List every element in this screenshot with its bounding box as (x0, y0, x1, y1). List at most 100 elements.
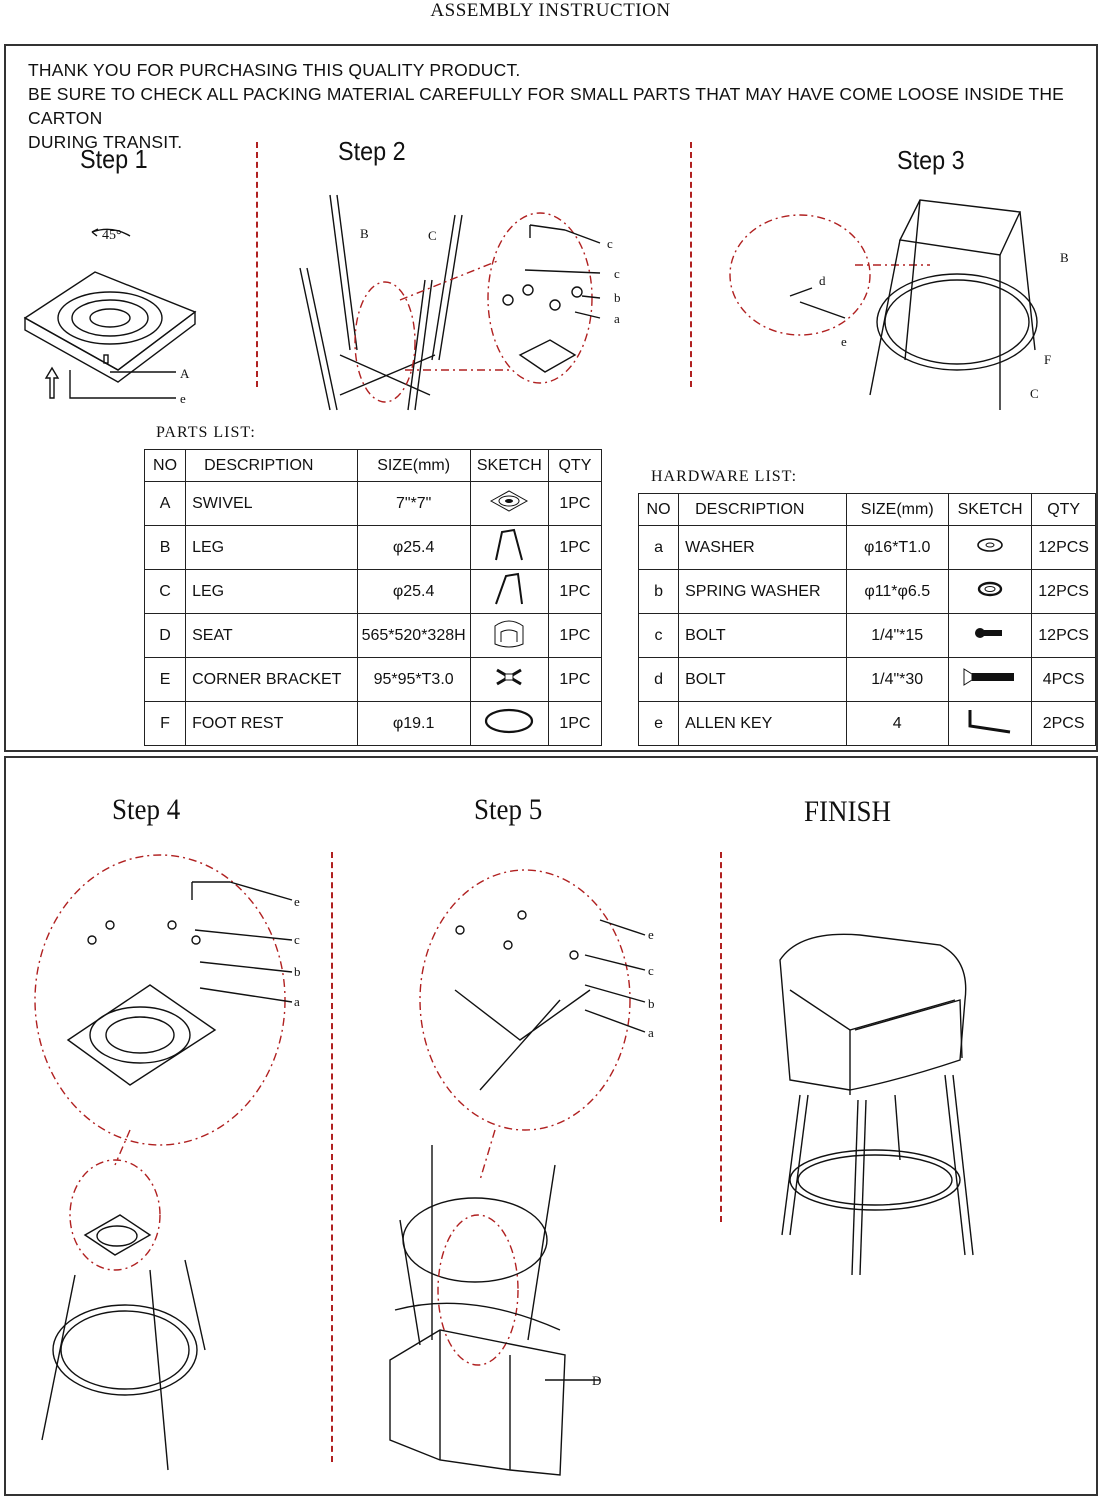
part-qty: 1PC (547, 613, 603, 658)
step-2-callout-a: a (614, 311, 620, 326)
hardware-description: BOLT (678, 657, 847, 702)
part-description: LEG (185, 525, 358, 570)
step-4-callout-e: e (294, 894, 300, 909)
step-5-callout-b: b (648, 996, 655, 1011)
step-3-heading: Step 3 (897, 145, 965, 175)
parts-header-qty: QTY (547, 449, 603, 482)
intro-line-2: BE SURE TO CHECK ALL PACKING MATERIAL CA… (28, 84, 1065, 128)
leg-icon (469, 525, 549, 570)
step-2-callout-B: B (360, 226, 369, 241)
part-qty: 1PC (547, 657, 603, 702)
step-4-callout-c: c (294, 932, 300, 947)
hardware-size: φ11*φ6.5 (845, 569, 949, 614)
step-3-callout-B: B (1060, 250, 1069, 265)
hardware-list-title: HARDWARE LIST: (651, 468, 798, 485)
table-row: D SEAT 565*520*328H 1PC (143, 613, 603, 658)
step-5-callout-e: e (648, 927, 654, 942)
hardware-list-header-row: NO DESCRIPTION SIZE(mm) SKETCH QTY (637, 493, 1096, 526)
part-qty: 1PC (547, 701, 603, 746)
step-2-heading: Step 2 (338, 136, 406, 166)
step-3-callout-F: F (1044, 352, 1052, 367)
hardware-header-sketch: SKETCH (947, 493, 1033, 526)
hardware-header-description: DESCRIPTION (678, 493, 847, 526)
part-no: F (143, 701, 187, 746)
washer-icon (947, 525, 1033, 570)
step-5-callout-c: c (648, 963, 654, 978)
part-no: E (143, 657, 187, 702)
parts-list-table: NO DESCRIPTION SIZE(mm) SKETCH QTY A SWI… (143, 449, 603, 746)
hardware-no: c (637, 613, 680, 658)
separator-step1-step2 (256, 142, 258, 387)
hardware-qty: 12PCS (1031, 525, 1096, 570)
step-4-heading: Step 4 (112, 793, 181, 826)
hardware-header-no: NO (637, 493, 680, 526)
foot-rest-ring-icon (469, 701, 549, 746)
hardware-qty: 2PCS (1031, 701, 1096, 746)
step-2-callout-C: C (428, 228, 437, 243)
parts-header-sketch: SKETCH (469, 449, 549, 482)
part-size: 565*520*328H (356, 613, 471, 658)
step-4-callout-a: a (294, 994, 300, 1009)
parts-header-no: NO (143, 449, 187, 482)
table-row: d BOLT 1/4"*30 4PCS (637, 657, 1096, 702)
parts-header-description: DESCRIPTION (185, 449, 358, 482)
parts-list-title: PARTS LIST: (156, 424, 256, 441)
hardware-size: 1/4"*30 (845, 657, 949, 702)
part-description: LEG (185, 569, 358, 614)
part-description: FOOT REST (185, 701, 358, 746)
step-1-callout-e: e (180, 391, 186, 406)
hardware-no: d (637, 657, 680, 702)
table-row: c BOLT 1/4"*15 12PCS (637, 613, 1096, 658)
part-no: D (143, 613, 187, 658)
part-description: SWIVEL (185, 481, 358, 526)
step-1-angle-label: 45° (102, 228, 122, 243)
table-row: E CORNER BRACKET 95*95*T3.0 1PC (143, 657, 603, 702)
step-3-callout-d: d (819, 273, 826, 288)
part-size: φ19.1 (356, 701, 471, 746)
part-size: φ25.4 (356, 569, 471, 614)
step-1-callout-a: A (180, 366, 190, 381)
table-row: C LEG φ25.4 1PC (143, 569, 603, 614)
parts-header-size: SIZE(mm) (356, 449, 471, 482)
step-1-heading: Step 1 (80, 144, 148, 174)
corner-bracket-icon (469, 657, 549, 702)
step-5-callout-D: D (592, 1373, 602, 1388)
separator-step4-step5 (331, 852, 333, 1462)
intro-line-3: DURING TRANSIT. (28, 132, 183, 152)
table-row: e ALLEN KEY 4 2PCS (637, 701, 1096, 746)
step-2-callout-c: c (614, 266, 620, 281)
table-row: b SPRING WASHER φ11*φ6.5 12PCS (637, 569, 1096, 614)
part-qty: 1PC (547, 569, 603, 614)
hardware-no: b (637, 569, 680, 614)
document-title: ASSEMBLY INSTRUCTION (430, 0, 671, 21)
part-qty: 1PC (547, 481, 603, 526)
allen-key-icon (947, 701, 1033, 746)
step-5-callout-a: a (648, 1025, 654, 1040)
part-no: C (143, 569, 187, 614)
part-no: B (143, 525, 187, 570)
separator-step5-finish (720, 852, 722, 1222)
hardware-header-size: SIZE(mm) (845, 493, 949, 526)
step-2-callout-b: b (614, 290, 621, 305)
finish-heading: FINISH (804, 795, 892, 828)
hardware-size: 1/4"*15 (845, 613, 949, 658)
parts-list-header-row: NO DESCRIPTION SIZE(mm) SKETCH QTY (143, 449, 603, 482)
table-row: A SWIVEL 7"*7" 1PC (143, 481, 603, 526)
hardware-description: ALLEN KEY (678, 701, 847, 746)
part-description: CORNER BRACKET (185, 657, 358, 702)
step-3-callout-e: e (841, 334, 847, 349)
top-panel-frame (4, 44, 1098, 752)
hardware-size: 4 (845, 701, 949, 746)
part-size: 95*95*T3.0 (356, 657, 471, 702)
hardware-qty: 4PCS (1031, 657, 1096, 702)
leg-icon (469, 569, 549, 614)
part-size: 7"*7" (356, 481, 471, 526)
short-bolt-icon (947, 613, 1033, 658)
swivel-plate-icon (469, 481, 549, 526)
table-row: a WASHER φ16*T1.0 12PCS (637, 525, 1096, 570)
